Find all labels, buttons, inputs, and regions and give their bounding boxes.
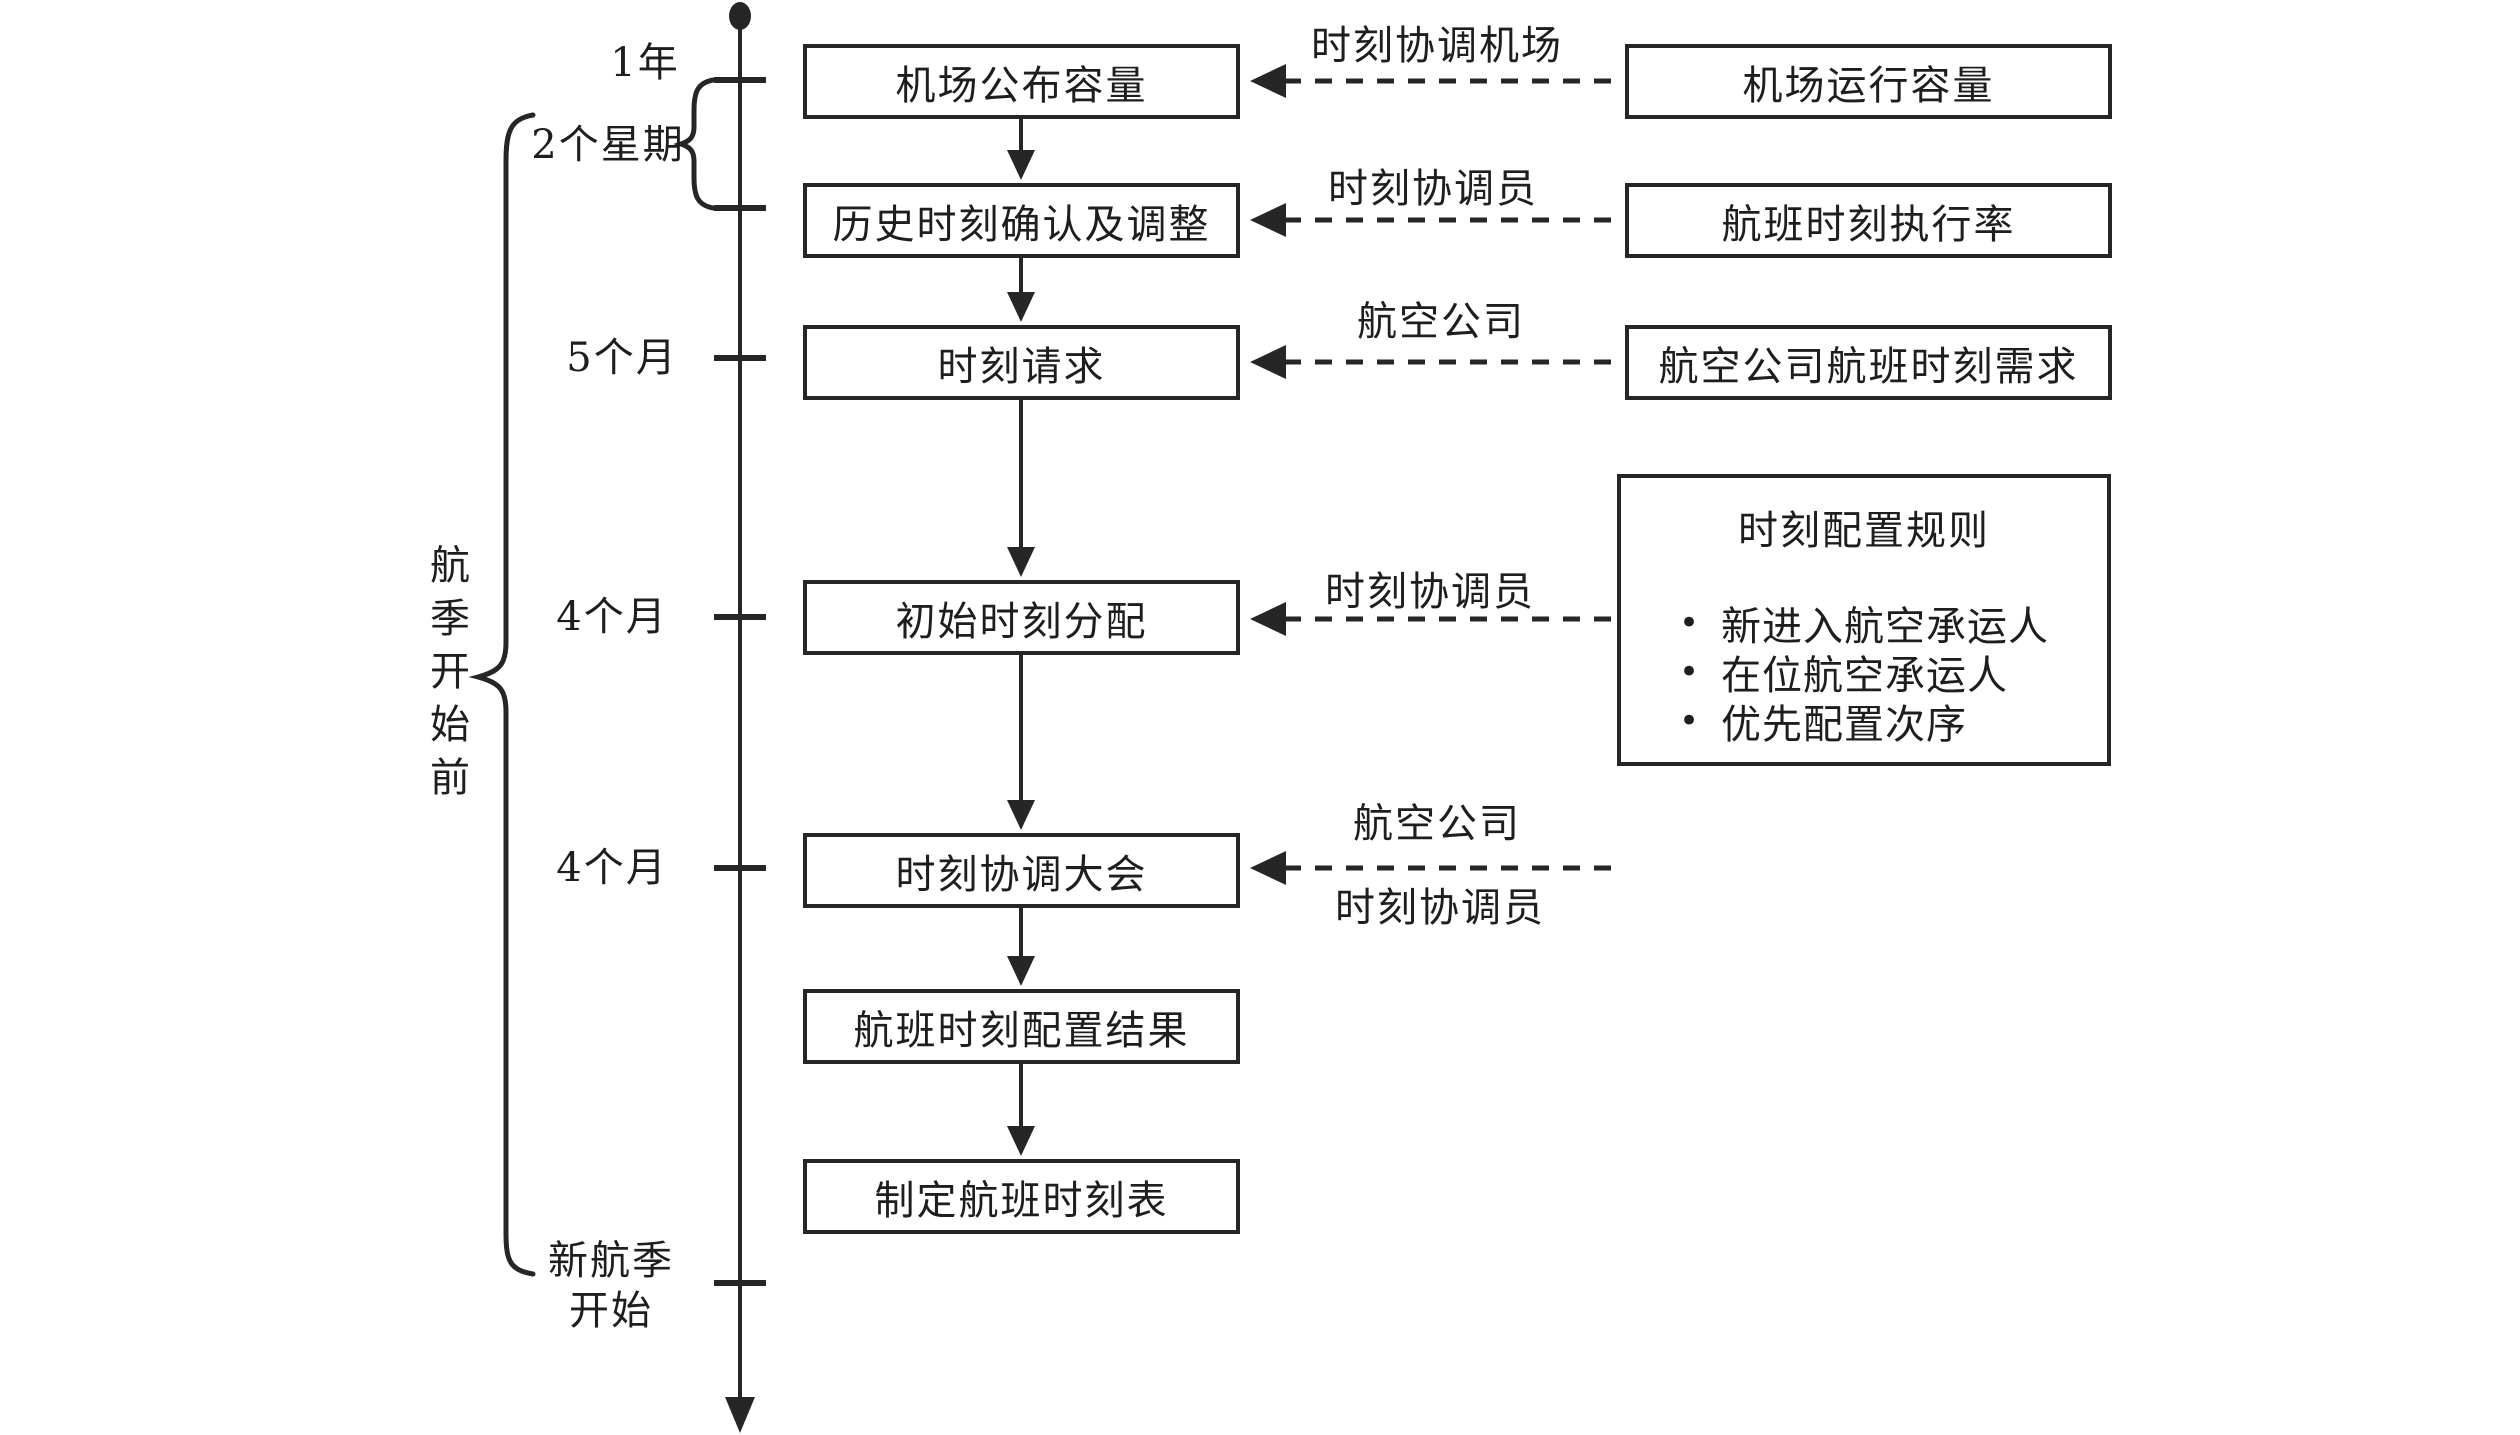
arrow-label-coordinator-2: 时刻协调员 <box>1325 569 1535 615</box>
step-box-schedule-creation: 制定航班时刻表 <box>803 1159 1240 1234</box>
bullet-icon: • <box>1679 700 1701 741</box>
step-box-coordination-conference: 时刻协调大会 <box>803 833 1240 908</box>
step-box-initial-allocation: 初始时刻分配 <box>803 580 1240 655</box>
flow-arrow-6 <box>1007 1064 1035 1156</box>
rules-box: 时刻配置规则 • 新进入航空承运人 • 在位航空承运人 • 优先配置次序 <box>1617 474 2111 766</box>
flow-arrow-3 <box>1007 400 1035 577</box>
step-box-slot-request: 时刻请求 <box>803 325 1240 400</box>
rule-item-label: 新进入航空承运人 <box>1721 603 2049 650</box>
timeline-label-1year: 1年 <box>610 40 680 86</box>
timeline-label-4months-2: 4个月 <box>556 845 668 891</box>
phase-label-before-season: 航季开始前 <box>423 544 469 809</box>
timeline-label-2weeks: 2个星期 <box>531 122 685 168</box>
timeline-label-4months-1: 4个月 <box>556 594 668 640</box>
input-box-airport-capacity: 机场运行容量 <box>1625 44 2112 119</box>
timeline-end-arrowhead <box>725 1397 755 1433</box>
arrow-label-coordinated-airport: 时刻协调机场 <box>1311 23 1563 69</box>
phase-brace <box>468 112 536 1277</box>
bullet-icon: • <box>1679 602 1701 643</box>
rule-item-label: 在位航空承运人 <box>1721 652 2008 699</box>
flow-arrow-5 <box>1007 908 1035 986</box>
flow-arrow-1 <box>1007 119 1035 180</box>
dashed-arrow-2 <box>1250 203 1623 237</box>
arrow-label-coordinator-3: 时刻协调员 <box>1335 885 1545 931</box>
flow-arrow-2 <box>1007 258 1035 322</box>
bullet-icon: • <box>1679 651 1701 692</box>
rules-list: • 新进入航空承运人 • 在位航空承运人 • 优先配置次序 <box>1621 598 2107 748</box>
weeks-brace <box>673 77 716 211</box>
input-box-airline-demand: 航空公司航班时刻需求 <box>1625 325 2112 400</box>
timeline-label-new-season: 新航季 开始 <box>548 1238 674 1334</box>
timeline-start-dot <box>729 2 751 30</box>
rules-title: 时刻配置规则 <box>1738 508 1990 554</box>
step-box-publish-capacity: 机场公布容量 <box>803 44 1240 119</box>
arrow-label-airline-1: 航空公司 <box>1357 299 1525 345</box>
flow-arrow-4 <box>1007 655 1035 830</box>
step-box-allocation-result: 航班时刻配置结果 <box>803 989 1240 1064</box>
input-box-execution-rate: 航班时刻执行率 <box>1625 183 2112 258</box>
dashed-arrow-3 <box>1250 345 1628 379</box>
arrow-label-airline-2: 航空公司 <box>1353 801 1521 847</box>
timeline-label-5months: 5个月 <box>566 335 678 381</box>
dashed-arrow-4 <box>1250 602 1615 636</box>
rule-item-label: 优先配置次序 <box>1721 701 1967 748</box>
step-box-historic-slots: 历史时刻确认及调整 <box>803 183 1240 258</box>
rule-item-incumbent: • 在位航空承运人 <box>1679 647 2107 699</box>
dashed-arrow-1 <box>1250 64 1623 98</box>
rule-item-new-entrant: • 新进入航空承运人 <box>1679 598 2107 650</box>
arrow-label-coordinator-1: 时刻协调员 <box>1328 166 1538 212</box>
dashed-arrow-5 <box>1250 851 1612 885</box>
rule-item-priority-order: • 优先配置次序 <box>1679 696 2107 748</box>
